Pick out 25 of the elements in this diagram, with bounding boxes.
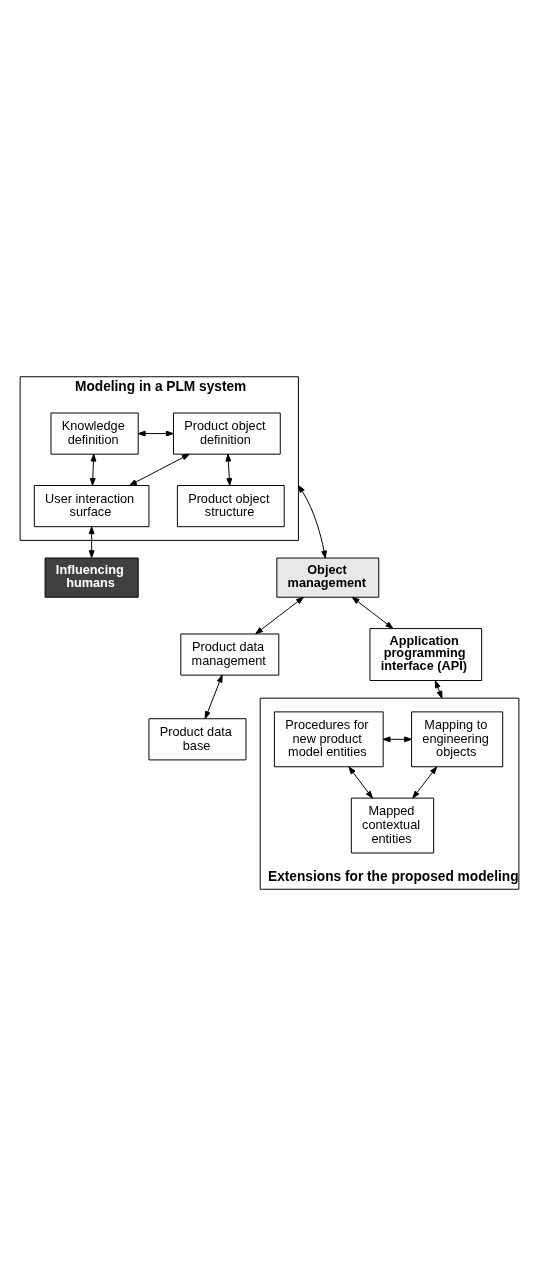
arrow — [412, 765, 438, 799]
node-box: Procedures for new product model entities — [273, 710, 384, 767]
arrow — [297, 484, 327, 558]
arrow — [89, 453, 97, 486]
node-box: Application programming interface (API) — [369, 627, 483, 681]
node-box: Mapping to engineering objects — [411, 710, 504, 767]
node-box: Product object definition — [173, 412, 281, 455]
node-box: Product data base — [148, 717, 247, 760]
node-box: Knowledge definition — [50, 412, 139, 455]
arrow — [225, 453, 233, 486]
arrow — [255, 596, 304, 634]
node-box: Product data management — [180, 633, 280, 676]
arrow — [129, 453, 190, 486]
node-box: Mapped contextual entities — [350, 797, 435, 853]
node-box: Object management — [276, 557, 380, 598]
arrow — [204, 674, 223, 719]
arrow — [382, 735, 412, 742]
node-box: Influencing humans — [44, 557, 139, 598]
arrow — [137, 430, 174, 436]
arrow — [88, 525, 95, 558]
arrow — [348, 765, 373, 799]
arrow — [434, 679, 443, 699]
arrow — [351, 596, 394, 629]
node-box: User interaction surface — [33, 484, 150, 527]
node-box: Product object structure — [176, 484, 285, 527]
